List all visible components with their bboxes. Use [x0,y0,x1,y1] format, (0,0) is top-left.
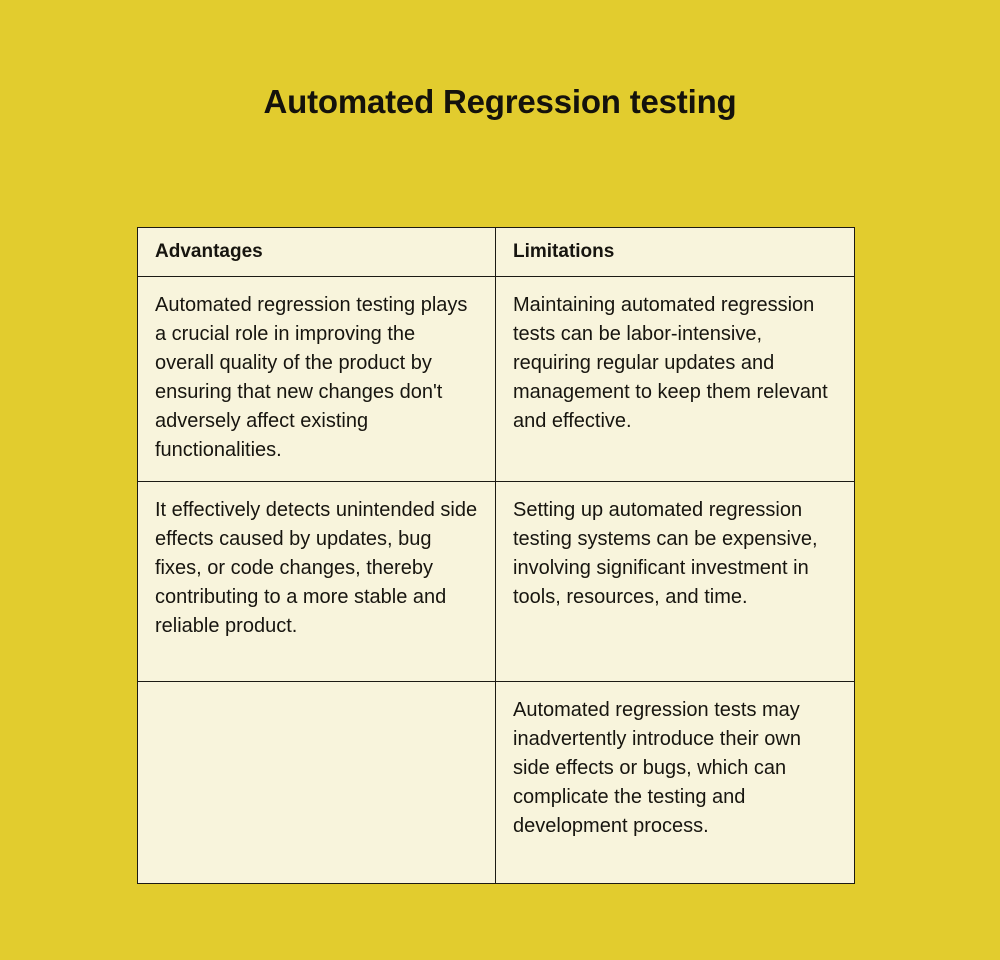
cell-text: Setting up automated regression testing … [513,499,824,608]
column-header-advantages: Advantages [137,227,496,277]
cell-limitations-3: Automated regression tests may inadverte… [495,681,855,884]
cell-advantages-2: It effectively detects unintended side e… [137,481,496,682]
cell-text: Maintaining automated regression tests c… [513,294,834,432]
cell-text: Automated regression tests may inadverte… [513,699,807,837]
cell-limitations-1: Maintaining automated regression tests c… [495,276,855,482]
table-header: Advantages Limitations [137,227,855,277]
cell-text: Automated regression testing plays a cru… [155,294,473,461]
table-header-row: Advantages Limitations [137,227,855,277]
table-body: Automated regression testing plays a cru… [137,276,855,884]
column-header-limitations: Limitations [495,227,855,277]
cell-limitations-2: Setting up automated regression testing … [495,481,855,682]
table-row: Automated regression testing plays a cru… [137,276,855,482]
advantages-limitations-table: Advantages Limitations Automated regress… [137,227,855,884]
cell-advantages-3-empty [137,681,496,884]
cell-advantages-1: Automated regression testing plays a cru… [137,276,496,482]
table-row: It effectively detects unintended side e… [137,481,855,682]
table-row: Automated regression tests may inadverte… [137,681,855,884]
page-title: Automated Regression testing [263,83,737,120]
cell-text: It effectively detects unintended side e… [155,499,483,637]
